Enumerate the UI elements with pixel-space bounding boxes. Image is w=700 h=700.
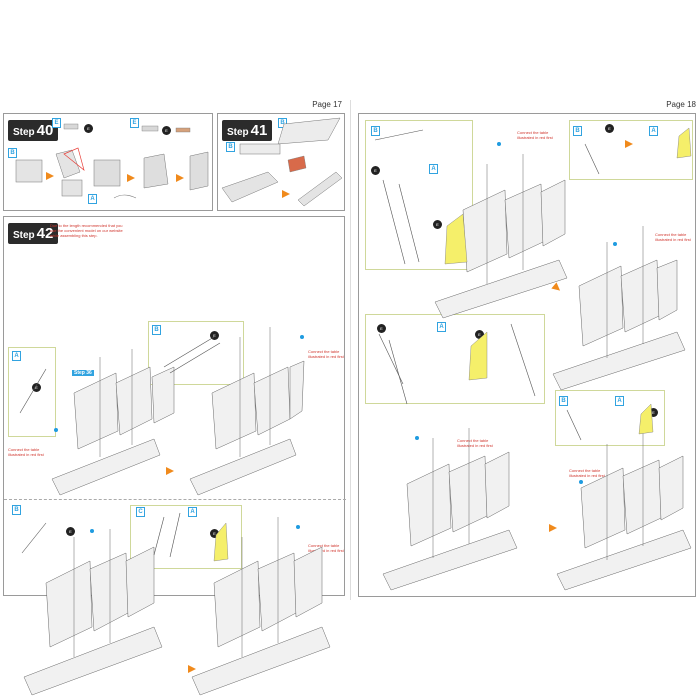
- tag-b: B: [152, 325, 161, 335]
- connection-point-icon: [54, 428, 58, 432]
- step-word: Step: [13, 127, 35, 138]
- tag-d: E: [52, 118, 61, 128]
- orange-arrow-icon: [188, 665, 196, 673]
- tag-b: B: [12, 505, 21, 515]
- tag-a: A: [12, 351, 21, 361]
- orange-arrow-icon: [625, 140, 633, 148]
- rigging-detail-box-3: [365, 314, 545, 404]
- page-number-right: Page 18: [666, 100, 696, 109]
- tag-a: A: [437, 322, 446, 332]
- yellow-sail-piece: [213, 522, 229, 562]
- step-word: Step: [227, 127, 249, 138]
- part-number-icon: E: [162, 126, 171, 135]
- connect-note: Connect the table illustrated in red fir…: [308, 349, 344, 359]
- orange-arrow-icon: [46, 172, 54, 180]
- connection-point-icon: [296, 525, 300, 529]
- step-42-continued-panel: B A B A A B A E E E E E E Connect the ta…: [358, 113, 696, 597]
- tag-c: C: [136, 507, 145, 517]
- ship-illustration: [382, 154, 692, 591]
- connect-note: Connect the table illustrated in red fir…: [517, 130, 553, 140]
- ship-assembly-diagram: [19, 327, 331, 696]
- step-number: 42: [36, 225, 54, 242]
- part-number-icon: E: [649, 408, 658, 417]
- page-number-left: Page 17: [312, 100, 342, 109]
- yellow-sail-piece: [444, 213, 468, 265]
- part-number-icon: E: [371, 166, 380, 175]
- rope-detail-box: [8, 347, 56, 437]
- part-number-icon: E: [210, 331, 219, 340]
- yellow-sail-piece: [638, 403, 654, 435]
- tag-b: B: [226, 142, 235, 152]
- connection-point-icon: [90, 529, 94, 533]
- connect-note: Connect the table illustrated in red fir…: [569, 468, 605, 478]
- page-gutter: [350, 100, 351, 600]
- ship-illustration: [23, 327, 331, 696]
- part-number-icon: E: [475, 330, 484, 339]
- step-41-parts-diagram: [221, 117, 343, 207]
- ship-assembly-diagram-right: [374, 127, 692, 591]
- orange-arrow-icon: [282, 190, 290, 198]
- tag-d: E: [130, 118, 139, 128]
- step-word: Step: [13, 230, 35, 241]
- tag-a: A: [649, 126, 658, 136]
- connection-point-icon: [415, 436, 419, 440]
- connect-note: Connect the table illustrated in red fir…: [8, 447, 44, 457]
- step-number: 41: [250, 122, 268, 139]
- yellow-sail-piece: [468, 331, 488, 381]
- orange-arrow-icon: [127, 174, 135, 182]
- yellow-sail-piece: [676, 127, 692, 159]
- connect-note: Connect the table illustrated in red fir…: [457, 438, 493, 448]
- tag-a: A: [429, 164, 438, 174]
- connection-point-icon: [497, 142, 501, 146]
- part-number-icon: E: [84, 124, 93, 133]
- tag-b: B: [278, 118, 287, 128]
- step-40-parts-diagram: [15, 123, 209, 199]
- rigging-lines: [19, 336, 221, 558]
- orange-arrow-icon: [166, 467, 174, 475]
- part-number-icon: E: [605, 124, 614, 133]
- tag-a: A: [88, 194, 97, 204]
- step-42-intro-note: Due to the length recommended that you u…: [50, 223, 123, 238]
- part-number-icon: E: [66, 527, 75, 536]
- rigging-lines: [374, 129, 600, 441]
- tag-b: B: [371, 126, 380, 136]
- orange-arrow-icon: [176, 174, 184, 182]
- tag-b: B: [8, 148, 17, 158]
- step-36-reference: Step 36: [72, 370, 94, 376]
- part-number-icon: E: [210, 529, 219, 538]
- connect-note: Connect the table illustrated in red fir…: [655, 232, 691, 242]
- section-divider: [4, 499, 346, 500]
- tag-b: B: [573, 126, 582, 136]
- connection-point-icon: [300, 335, 304, 339]
- part-number-icon: E: [32, 383, 41, 392]
- orange-arrow-icon: [549, 524, 557, 532]
- tag-b: B: [559, 396, 568, 406]
- part-number-icon: E: [377, 324, 386, 333]
- step-number: 40: [36, 122, 54, 139]
- connect-note: Connect the table illustrated in red fir…: [308, 543, 344, 553]
- part-number-icon: E: [433, 220, 442, 229]
- tag-a: A: [188, 507, 197, 517]
- tag-a: A: [615, 396, 624, 406]
- connection-point-icon: [613, 242, 617, 246]
- rigging-detail-box-2: [569, 120, 693, 180]
- right-page: Page 18 B A B A A B A E E E E E E Connec…: [352, 100, 700, 600]
- connection-point-icon: [579, 480, 583, 484]
